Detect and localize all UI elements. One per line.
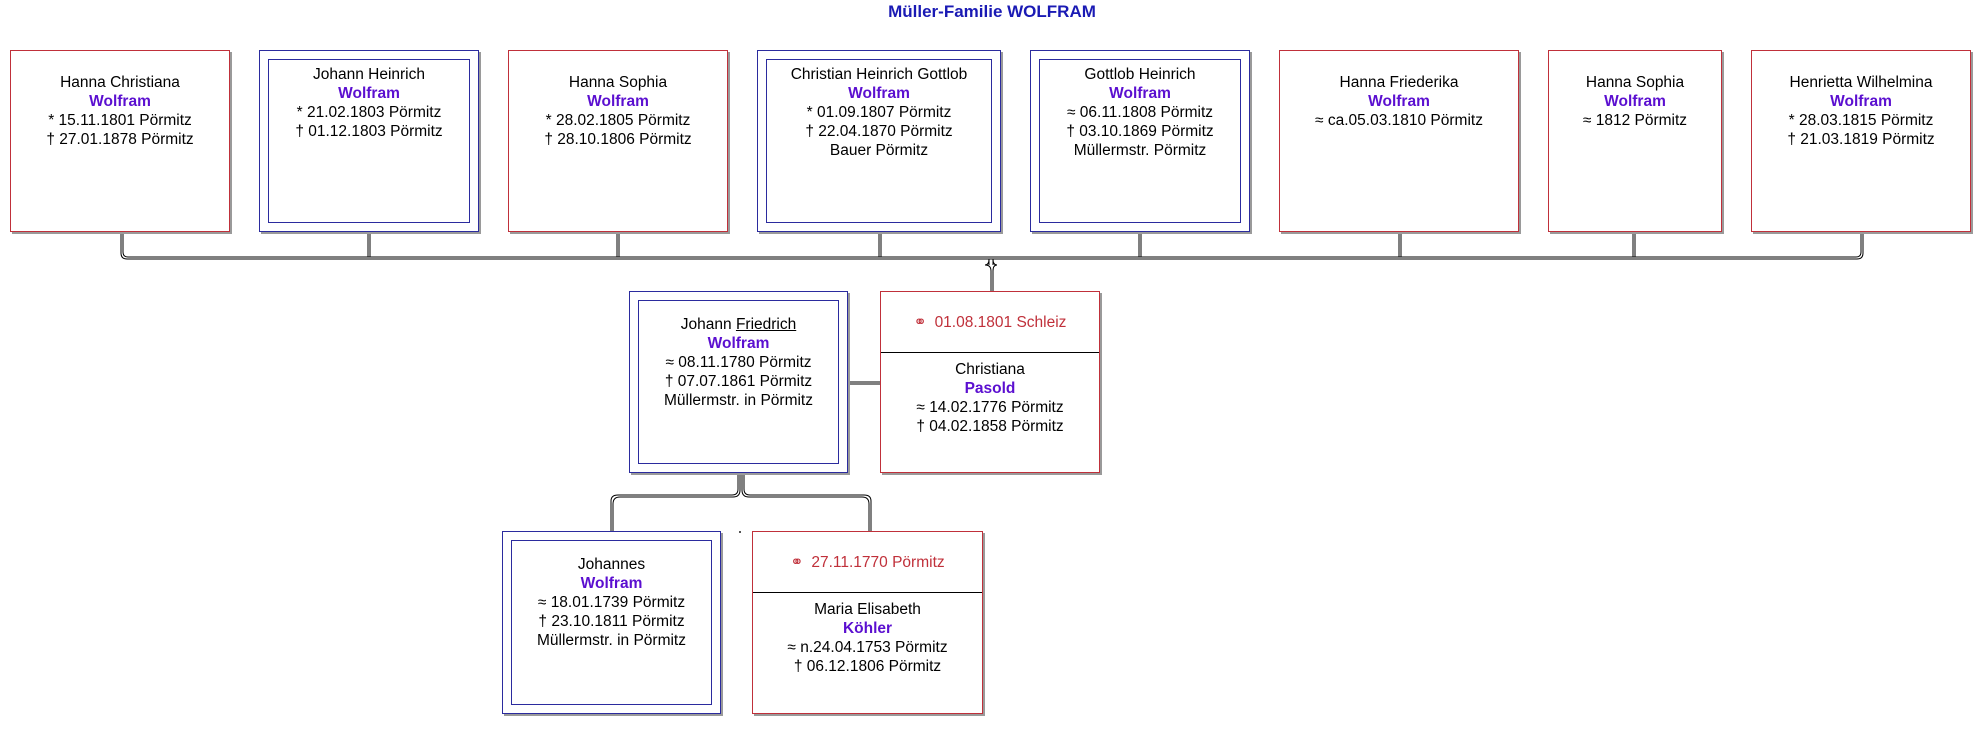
inner-frame <box>1039 59 1241 223</box>
birth-line: * 28.02.1805 Pörmitz <box>545 112 691 129</box>
grandparent-spouse-card[interactable]: ⚭ 27.11.1770 Pörmitz Maria Elisabeth Köh… <box>752 531 983 714</box>
given-name: Hanna Christiana <box>60 74 180 91</box>
stray-dot <box>739 531 741 533</box>
inner-frame <box>511 540 712 705</box>
given-name: Hanna Sophia <box>568 74 668 91</box>
death-line: † 04.02.1858 Pörmitz <box>916 418 1064 435</box>
given-name: Hanna Friederika <box>1339 74 1459 91</box>
baptism-line: ≈ 08.11.1780 Pörmitz <box>665 354 812 371</box>
grandparent-card[interactable]: Johannes Wolfram ≈ 18.01.1739 Pörmitz † … <box>502 531 721 714</box>
surname: Wolfram <box>1368 93 1430 110</box>
given-underlined: Friedrich <box>735 316 797 333</box>
birth-line: * 01.09.1807 Pörmitz <box>806 104 952 121</box>
occupation-line: Müllermstr. in Pörmitz <box>664 392 813 409</box>
occupation-line: Müllermstr. in Pörmitz <box>537 632 686 649</box>
birth-line: * 28.03.1815 Pörmitz <box>1788 112 1934 129</box>
inner-frame <box>766 59 992 223</box>
given-name: Christian Heinrich Gottlob <box>790 66 968 83</box>
marriage-symbol-icon: ⚭ <box>790 553 804 571</box>
baptism-line: ≈ 14.02.1776 Pörmitz <box>916 399 1064 416</box>
child-card[interactable]: Johann Heinrich Wolfram * 21.02.1803 Pör… <box>259 50 479 232</box>
given-name: Johann Heinrich <box>312 66 425 83</box>
child-card[interactable]: Gottlob Heinrich Wolfram ≈ 06.11.1808 Pö… <box>1030 50 1250 232</box>
death-line: † 01.12.1803 Pörmitz <box>295 123 443 140</box>
given-name: Hanna Sophia <box>1585 74 1685 91</box>
surname: Wolfram <box>1830 93 1892 110</box>
marriage-header: ⚭ 27.11.1770 Pörmitz <box>753 532 982 593</box>
baptism-line: ≈ 18.01.1739 Pörmitz <box>537 594 686 611</box>
death-line: † 21.03.1819 Pörmitz <box>1787 131 1935 148</box>
given-name: Christiana <box>955 361 1025 378</box>
given-name: Gottlob Heinrich <box>1084 66 1196 83</box>
given-name: Henrietta Wilhelmina <box>1789 74 1933 91</box>
death-line: † 03.10.1869 Pörmitz <box>1066 123 1214 140</box>
surname: Köhler <box>842 620 893 637</box>
marriage-symbol-icon: ⚭ <box>913 313 927 331</box>
marriage-header: ⚭ 01.08.1801 Schleiz <box>881 292 1099 353</box>
surname: Wolfram <box>587 93 649 110</box>
marriage-date: 27.11.1770 Pörmitz <box>811 553 945 571</box>
baptism-line: ≈ n.24.04.1753 Pörmitz <box>787 639 948 656</box>
birth-line: * 21.02.1803 Pörmitz <box>296 104 442 121</box>
death-line: † 06.12.1806 Pörmitz <box>793 658 942 675</box>
chart-title: Müller-Familie WOLFRAM <box>888 2 1096 21</box>
birth-line: * 15.11.1801 Pörmitz <box>48 112 192 129</box>
surname: Wolfram <box>707 335 770 352</box>
child-card[interactable]: Christian Heinrich Gottlob Wolfram * 01.… <box>757 50 1001 232</box>
spouse-card[interactable]: ⚭ 01.08.1801 Schleiz Christiana Pasold ≈… <box>880 291 1100 473</box>
death-line: † 07.07.1861 Pörmitz <box>664 373 813 390</box>
child-card[interactable]: Hanna Friederika Wolfram ≈ ca.05.03.1810… <box>1279 50 1519 232</box>
surname: Wolfram <box>1109 85 1171 102</box>
surname: Wolfram <box>848 85 910 102</box>
child-card[interactable]: Henrietta Wilhelmina Wolfram * 28.03.181… <box>1751 50 1971 232</box>
marriage-date: 01.08.1801 Schleiz <box>934 313 1067 331</box>
death-line: † 23.10.1811 Pörmitz <box>538 613 685 630</box>
surname: Wolfram <box>580 575 643 592</box>
surname: Wolfram <box>89 93 151 110</box>
parent-card[interactable]: Johann Friedrich Wolfram ≈ 08.11.1780 Pö… <box>629 291 848 473</box>
baptism-line: ≈ 06.11.1808 Pörmitz <box>1066 104 1214 121</box>
given-first: Johann <box>680 316 732 333</box>
baptism-line: ≈ ca.05.03.1810 Pörmitz <box>1315 112 1483 129</box>
occupation-line: Müllermstr. Pörmitz <box>1073 142 1207 159</box>
given-name: Maria Elisabeth <box>814 601 921 618</box>
surname: Pasold <box>964 380 1016 397</box>
surname: Wolfram <box>1604 93 1666 110</box>
occupation-line: Bauer Pörmitz <box>829 142 929 159</box>
death-line: † 28.10.1806 Pörmitz <box>544 131 692 148</box>
child-card[interactable]: Hanna Sophia Wolfram * 28.02.1805 Pörmit… <box>508 50 728 232</box>
given-name: Johann Friedrich <box>630 315 847 334</box>
child-card[interactable]: Hanna Christiana Wolfram * 15.11.1801 Pö… <box>10 50 230 232</box>
death-line: † 22.04.1870 Pörmitz <box>805 123 953 140</box>
inner-frame <box>638 300 839 464</box>
death-line: † 27.01.1878 Pörmitz <box>46 131 194 148</box>
inner-frame <box>268 59 470 223</box>
child-card[interactable]: Hanna Sophia Wolfram ≈ 1812 Pörmitz <box>1548 50 1722 232</box>
given-name: Johannes <box>577 556 646 573</box>
baptism-line: ≈ 1812 Pörmitz <box>1582 112 1688 129</box>
surname: Wolfram <box>338 85 400 102</box>
